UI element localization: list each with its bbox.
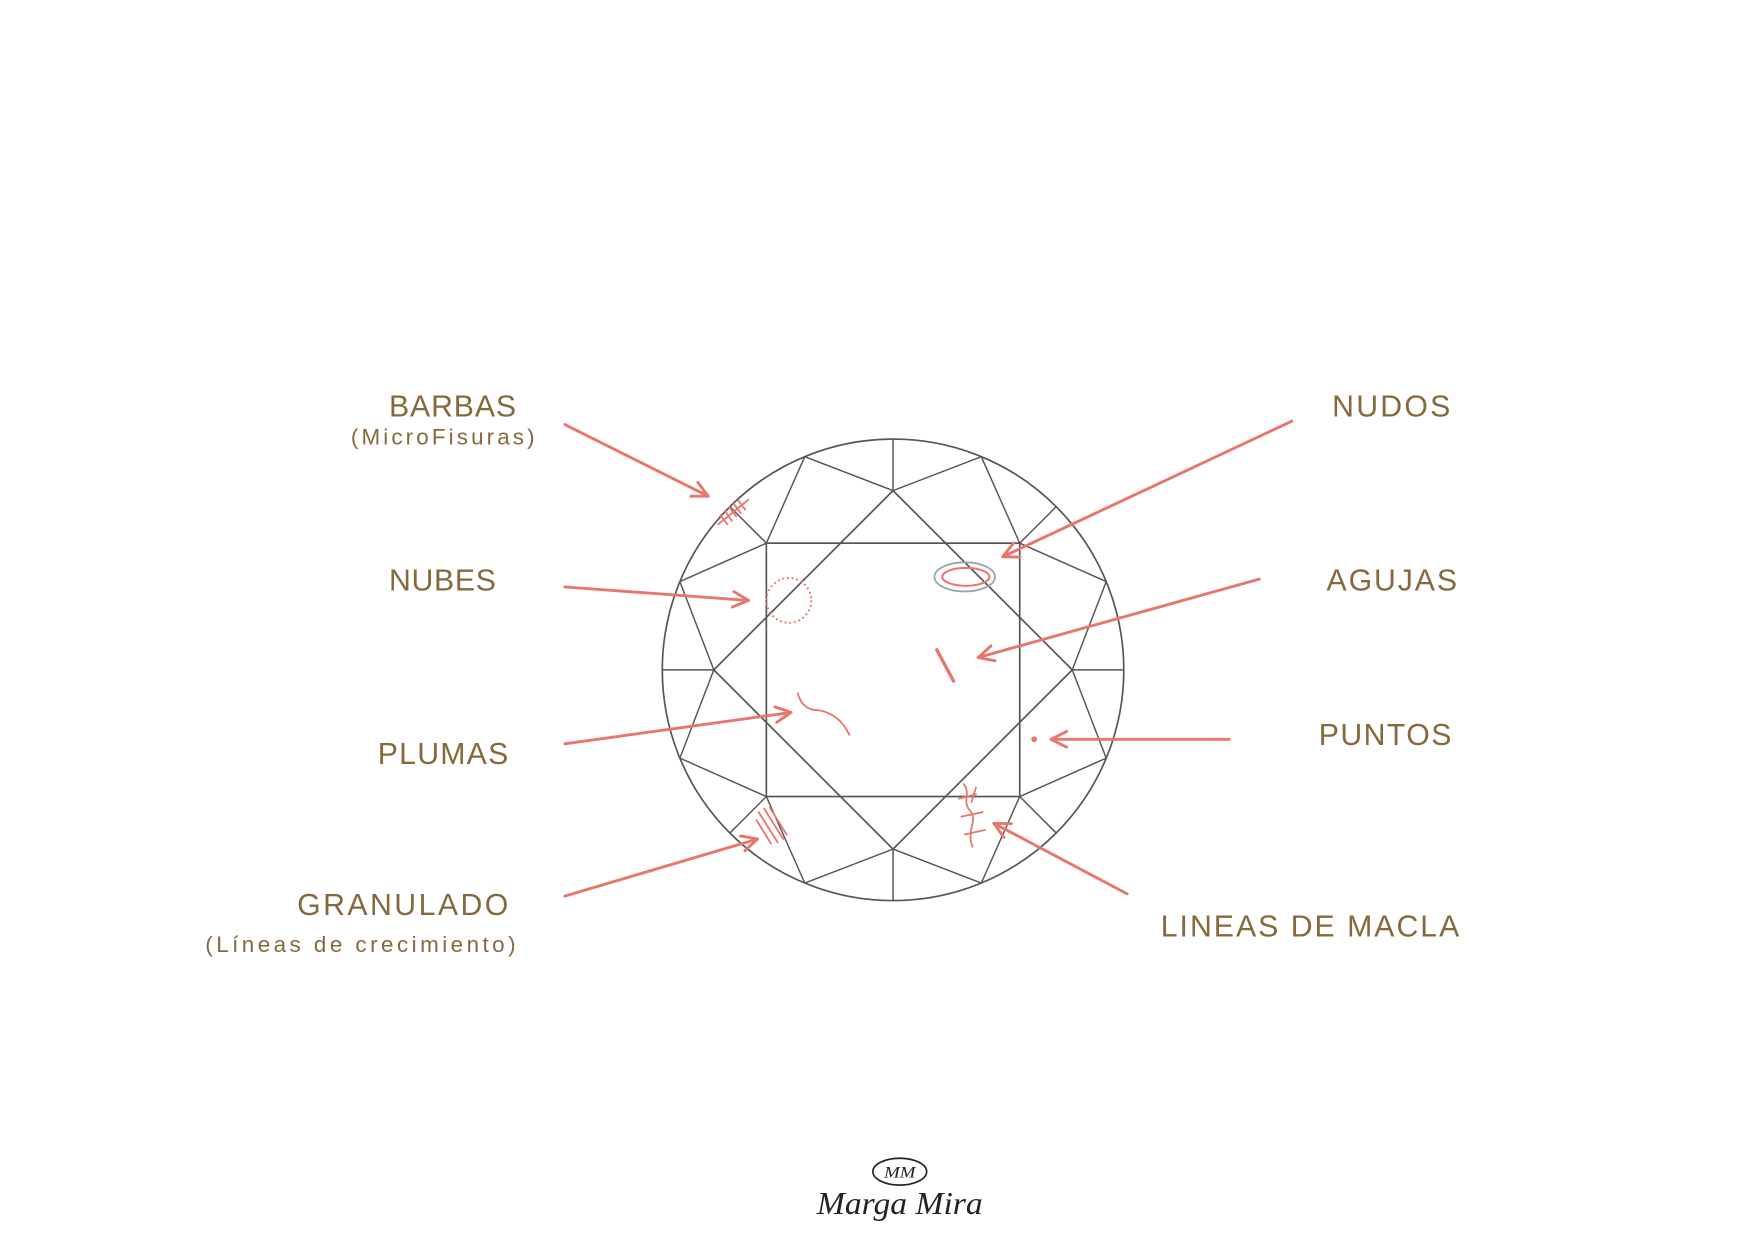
barbas-arrow xyxy=(563,423,710,497)
nubes-label: NUBES xyxy=(389,564,498,597)
bezel-girdle-line xyxy=(1019,796,1057,834)
nubes-mark xyxy=(765,576,813,624)
upper-girdle-line xyxy=(1071,669,1107,759)
brand-logo: MM Marga Mira xyxy=(816,1157,983,1221)
barbas-mark xyxy=(717,498,750,526)
plumas-label: PLUMAS xyxy=(378,738,510,771)
puntos-mark xyxy=(1031,736,1038,743)
nudos-mark xyxy=(933,561,996,593)
upper-girdle-line xyxy=(679,669,715,759)
bezel-girdle-line xyxy=(729,796,767,834)
upper-girdle-line xyxy=(679,757,767,798)
inclusion-marks xyxy=(717,498,1038,848)
macla-arrow xyxy=(992,821,1129,896)
upper-girdle-line xyxy=(679,542,767,583)
upper-girdle-line xyxy=(765,456,806,544)
plumas-arrow xyxy=(563,712,793,746)
table-square xyxy=(765,542,1021,798)
monogram-text: MM xyxy=(883,1164,917,1181)
upper-girdle-line xyxy=(892,456,982,492)
plumas-mark xyxy=(796,692,851,736)
brand-name: Marga Mira xyxy=(816,1186,983,1221)
nudos-label: NUDOS xyxy=(1332,391,1452,424)
barbas-note: (MicroFisuras) xyxy=(351,425,536,450)
right-labels: NUDOS AGUJAS PUNTOS LINEAS DE MACLA xyxy=(1161,391,1461,944)
upper-girdle-line xyxy=(804,456,894,492)
facet-lines xyxy=(662,439,1124,901)
puntos-label: PUNTOS xyxy=(1319,719,1453,752)
lineas-de-macla-label: LINEAS DE MACLA xyxy=(1161,910,1461,943)
agujas-mark xyxy=(935,648,956,683)
granulado-note: (Líneas de crecimiento) xyxy=(205,932,516,957)
granulado-label: GRANULADO xyxy=(297,889,510,922)
agujas-label: AGUJAS xyxy=(1327,564,1459,597)
nubes-arrow xyxy=(563,585,751,600)
upper-girdle-line xyxy=(980,796,1021,884)
star-diamond xyxy=(712,489,1074,851)
bezel-girdle-line xyxy=(1019,506,1057,544)
bezel-girdle-line xyxy=(729,506,767,544)
upper-girdle-line xyxy=(1019,757,1107,798)
diamond-drawing xyxy=(661,438,1125,902)
upper-girdle-line xyxy=(980,456,1021,544)
nudos-arrow xyxy=(1001,419,1294,557)
monogram-emblem xyxy=(872,1157,928,1186)
agujas-arrow xyxy=(976,577,1261,657)
barbas-label: BARBAS xyxy=(389,391,518,424)
annotation-arrows xyxy=(563,419,1294,898)
upper-girdle-line xyxy=(804,848,894,884)
upper-girdle-line xyxy=(892,848,982,884)
granulado-arrow xyxy=(563,839,759,898)
upper-girdle-line xyxy=(1019,542,1107,583)
granulado-mark xyxy=(755,806,788,845)
macla-mark xyxy=(958,783,986,848)
left-labels: BARBAS (MicroFisuras) NUBES PLUMAS GRANU… xyxy=(205,391,536,957)
upper-girdle-line xyxy=(765,796,806,884)
